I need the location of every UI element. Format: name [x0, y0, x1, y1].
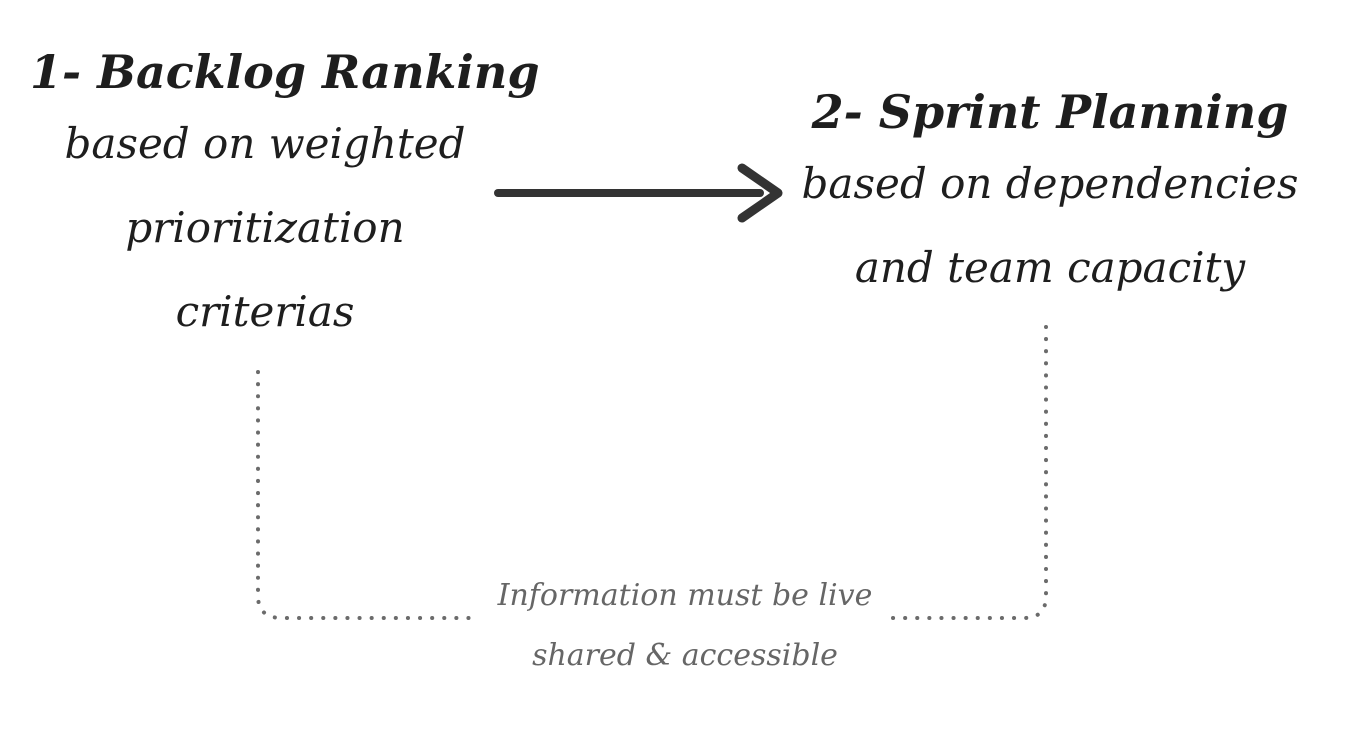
step-title: 2- Sprint Planning [811, 85, 1289, 139]
dotted-connector-right [891, 320, 1048, 620]
connector-note: Information must be live shared & access… [470, 566, 900, 686]
step-title: 1- Backlog Ranking [30, 45, 540, 99]
step-backlog-ranking: 1- Backlog Ranking based on weighted pri… [30, 42, 540, 354]
dotted-connector-left [256, 370, 480, 620]
step-sprint-planning: 2- Sprint Planning based on dependencies… [790, 82, 1310, 310]
note-line: Information must be live [497, 578, 873, 613]
note-line: shared & accessible [532, 638, 838, 673]
step-description-line: criterias [175, 287, 355, 336]
flow-arrow [494, 163, 783, 223]
step-description-line: based on dependencies [801, 159, 1299, 208]
step-description-line: based on weighted [64, 119, 466, 168]
step-description-line: prioritization [125, 203, 405, 252]
arrow-head [737, 163, 783, 223]
step-description-line: and team capacity [854, 243, 1246, 292]
